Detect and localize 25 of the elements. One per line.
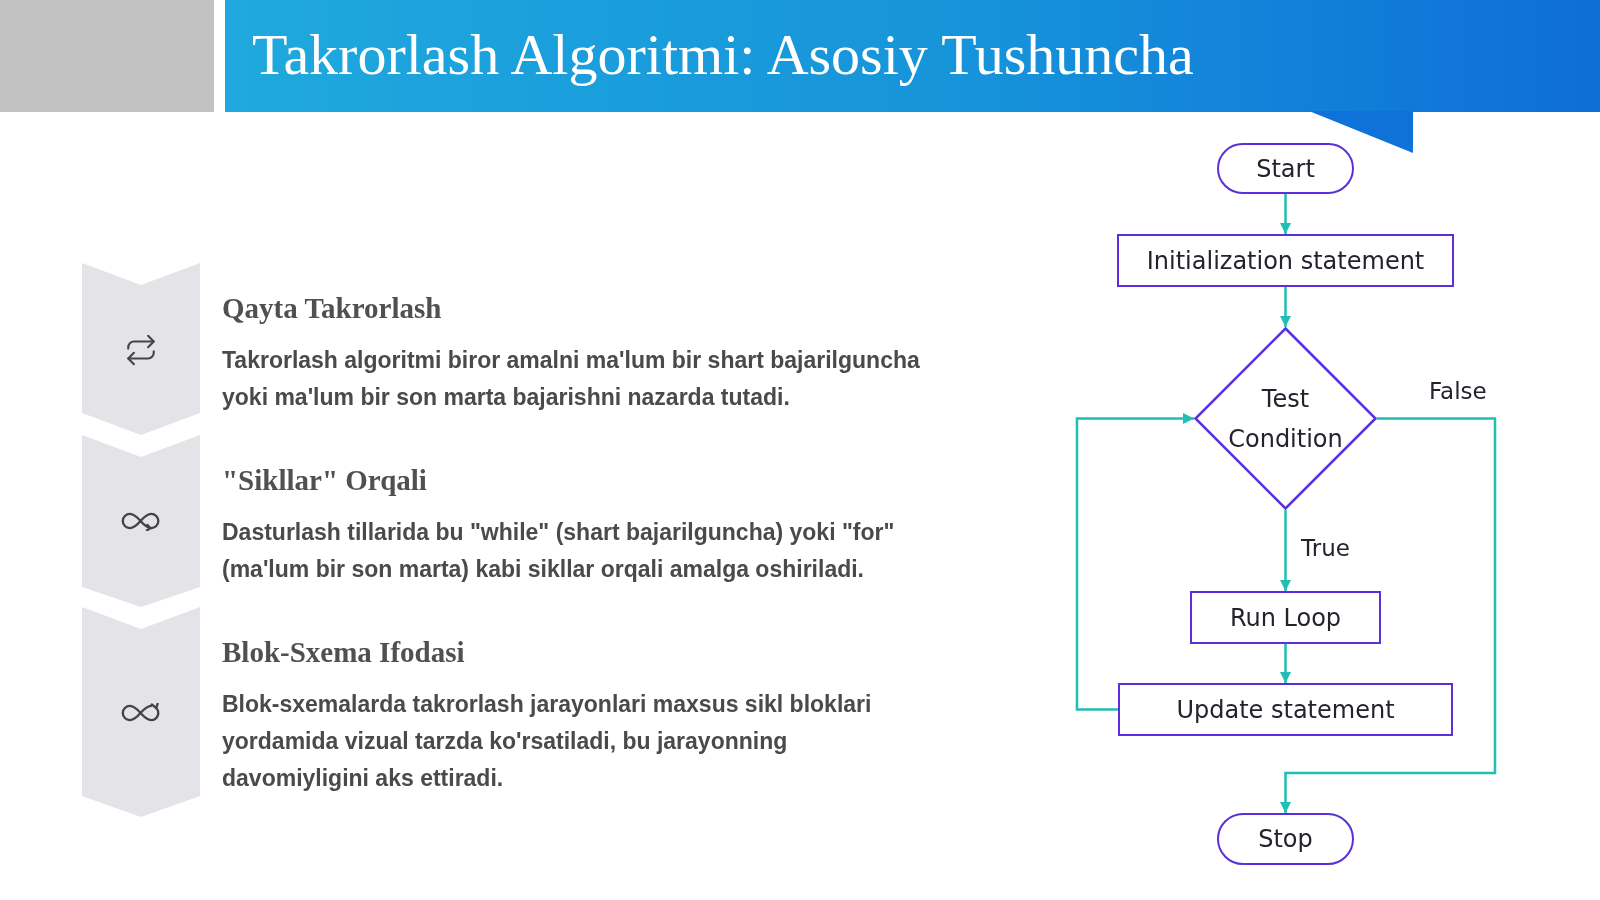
connector-arrow bbox=[1280, 417, 1497, 813]
decision-label: Test Condition bbox=[1227, 383, 1344, 455]
process-box bbox=[1118, 683, 1453, 736]
process-box bbox=[1190, 591, 1381, 644]
section-heading: Qayta Takrorlash bbox=[222, 291, 442, 326]
connector-arrow bbox=[1280, 287, 1291, 327]
section-text: Dasturlash tillarida bu "while" (shart bajarilguncha) yoki "for" (ma'lum bir son marta) kabi sikllar orqali amalga oshiriladi. bbox=[222, 518, 896, 584]
process-label: Initialization statement bbox=[1146, 246, 1425, 275]
connector-arrow bbox=[1280, 194, 1291, 234]
section-text: Takrorlash algoritmi biror amalni ma'lum bir shart bajarilguncha yoki ma'lum bir son marta bajarishni nazarda tutadi. bbox=[222, 346, 921, 412]
section-text: Blok-sxemalarda takrorlash jarayonlari maxsus sikl bloklari yordamida vizual tarzda ko'rsatiladi, bu jarayonning davomiyligini aks ettiradi. bbox=[222, 690, 873, 793]
decision-diamond bbox=[1194, 327, 1377, 510]
connector-arrow bbox=[1280, 510, 1291, 591]
process-label: Run Loop bbox=[1229, 603, 1342, 632]
connector-arrow bbox=[1075, 413, 1194, 711]
slide-title: Takrorlash Algoritmi: Asosiy Tushuncha bbox=[252, 22, 1194, 88]
terminal-node bbox=[1217, 813, 1354, 865]
terminal-label: Stop bbox=[1258, 825, 1313, 853]
terminal-label: Start bbox=[1256, 154, 1315, 183]
section-heading: Blok-Sxema Ifodasi bbox=[222, 635, 465, 670]
terminal-node bbox=[1217, 143, 1354, 194]
process-label: Update statement bbox=[1176, 695, 1395, 724]
section-heading: "Sikllar" Orqali bbox=[222, 463, 427, 498]
process-box bbox=[1117, 234, 1454, 287]
connector-arrow bbox=[1280, 644, 1291, 683]
